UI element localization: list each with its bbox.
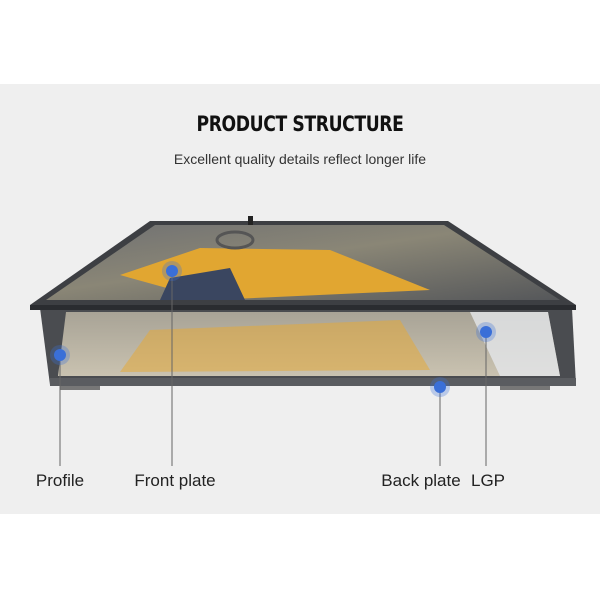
lgp-label: LGP: [470, 471, 506, 490]
lgp-dot: [476, 322, 496, 342]
lower-frame: [40, 308, 576, 390]
front-plate: [30, 216, 576, 310]
page-title: PRODUCT STRUCTURE: [196, 112, 404, 136]
front-plate-dot: [162, 261, 182, 281]
profile-dot: [50, 345, 70, 365]
back-plate-dot: [430, 377, 450, 397]
profile-label: Profile: [35, 471, 85, 490]
page-subtitle: Excellent quality details reflect longer…: [173, 151, 427, 167]
front-plate-label: Front plate: [134, 471, 216, 490]
back-plate-label: Back plate: [381, 471, 461, 490]
